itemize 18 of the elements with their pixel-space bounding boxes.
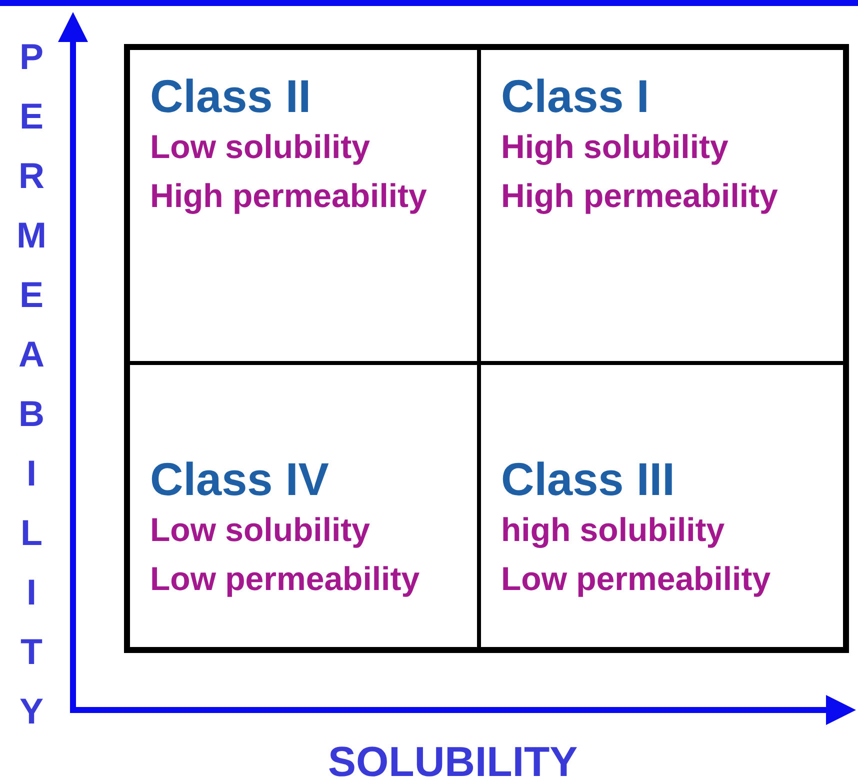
class-heading: Class II <box>150 70 312 122</box>
property-text: high solubility <box>501 511 725 549</box>
property-text: High permeability <box>150 177 427 215</box>
class-cell <box>479 363 845 649</box>
class-heading: Class III <box>501 453 675 505</box>
axis-label: SOLUBILITY <box>328 738 578 783</box>
axis-label: PERMEABILITY <box>10 36 50 750</box>
property-text: Low permeability <box>150 560 420 598</box>
property-text: Low solubility <box>150 128 370 166</box>
class-cell <box>479 48 845 363</box>
property-text: Low solubility <box>150 511 370 549</box>
class-cell <box>128 363 479 649</box>
class-cell <box>128 48 479 363</box>
property-text: High solubility <box>501 128 728 166</box>
class-heading: Class IV <box>150 453 329 505</box>
property-text: Low permeability <box>501 560 771 598</box>
property-text: High permeability <box>501 177 778 215</box>
class-heading: Class I <box>501 70 650 122</box>
